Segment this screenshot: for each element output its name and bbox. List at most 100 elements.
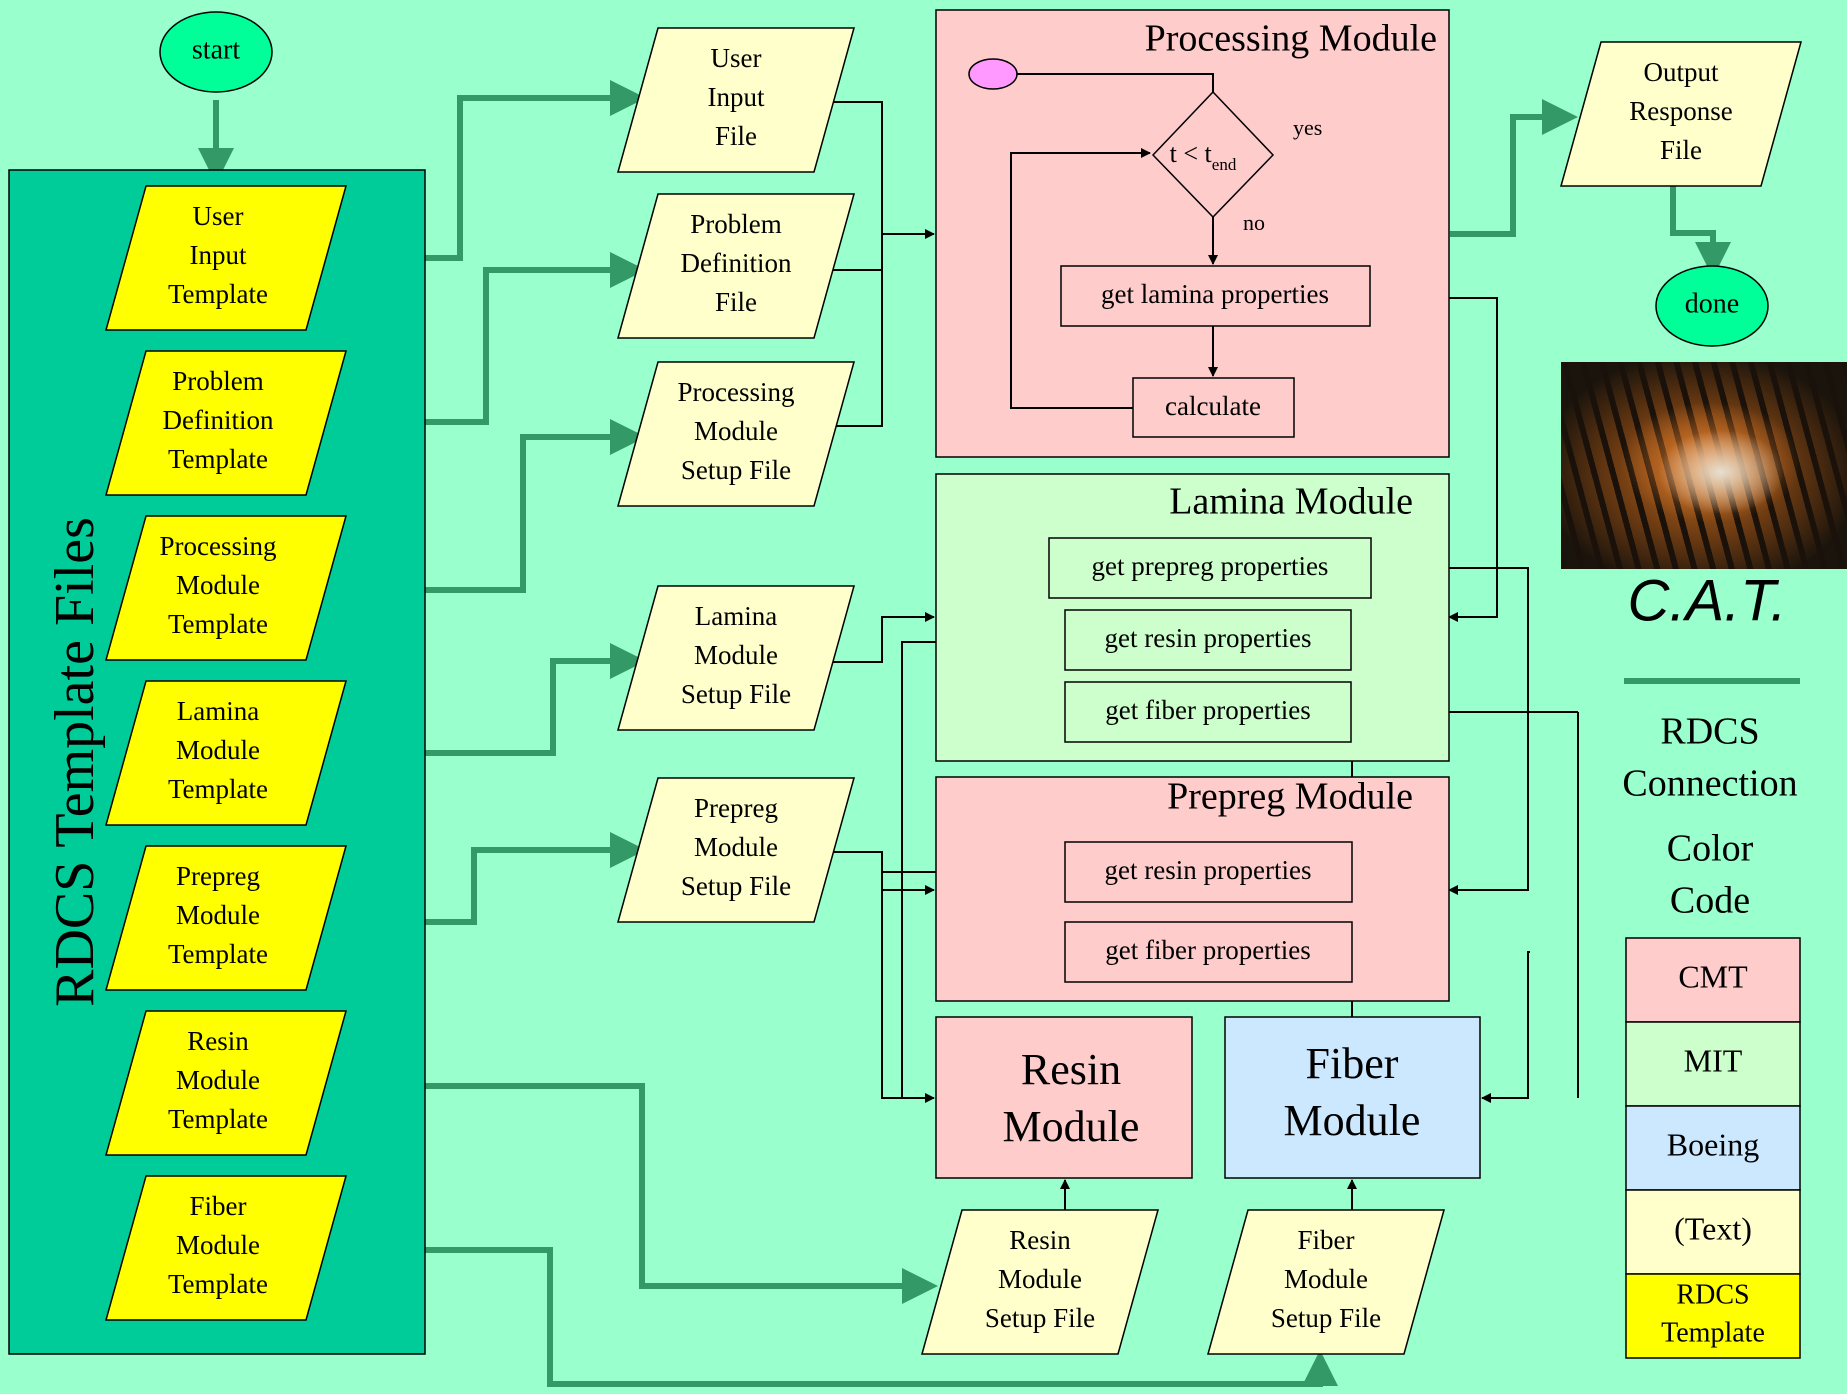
file-processing-setup[interactable] — [617, 361, 855, 507]
get-lamina-properties-box[interactable] — [1060, 265, 1371, 327]
lamina-get-prepreg-box[interactable] — [1048, 537, 1372, 599]
file-prepreg-setup[interactable] — [617, 777, 855, 923]
file-lamina-setup-label-line2: Module — [694, 640, 778, 670]
template-fiber-label-line1: Fiber — [190, 1191, 247, 1221]
legend-cmt-label-line1: CMT — [1678, 958, 1748, 994]
template-processing-label-line2: Module — [176, 570, 260, 600]
file-processing-setup-label-line2: Module — [694, 416, 778, 446]
yes-label: yes — [1293, 115, 1322, 140]
loop-condition-diamond — [1151, 90, 1275, 219]
file-lamina-setup-label-line3: Setup File — [681, 679, 791, 709]
legend-mit-label-line1: MIT — [1684, 1042, 1743, 1078]
file-output-response-label-line2: Response — [1629, 96, 1733, 126]
file-resin-setup-label-line1: Resin — [1009, 1225, 1071, 1255]
lamina-get-fiber-label: get fiber properties — [1105, 695, 1310, 725]
prepreg-get-fiber-box[interactable] — [1064, 921, 1353, 983]
processing-module-title: Processing Module — [1145, 18, 1437, 60]
template-resin-label-line1: Resin — [187, 1026, 249, 1056]
file-prepreg-setup-label-line1: Prepreg — [694, 793, 778, 823]
template-fiber-label-line2: Module — [176, 1230, 260, 1260]
file-fiber-setup-label-line2: Module — [1284, 1264, 1368, 1294]
template-lamina-label-line2: Module — [176, 735, 260, 765]
lamina-module-title: Lamina Module — [1169, 481, 1413, 523]
legend-mit-swatch — [1625, 1021, 1801, 1107]
prepreg-get-resin-label: get resin properties — [1105, 855, 1312, 885]
file-fiber-setup[interactable] — [1207, 1209, 1445, 1355]
legend-title-line4: Code — [1670, 880, 1750, 922]
text-file-shapes: UserInputFileProblemDefinitionFileProces… — [617, 27, 1802, 1355]
file-problem-definition-label-line1: Problem — [690, 209, 782, 239]
fiber-module[interactable] — [1224, 1016, 1481, 1179]
template-user[interactable] — [105, 185, 347, 331]
template-resin-label-line3: Template — [168, 1104, 268, 1134]
done-label: done — [1685, 288, 1739, 319]
file-user-input-label-line1: User — [711, 43, 762, 73]
file-fiber-setup-label-line3: Setup File — [1271, 1303, 1381, 1333]
file-fiber-setup-label-line1: Fiber — [1298, 1225, 1355, 1255]
prepreg-get-resin-box[interactable] — [1064, 841, 1353, 903]
legend-rdcs-template-label-line1: RDCS — [1676, 1279, 1749, 1310]
file-prepreg-setup-label-line2: Module — [694, 832, 778, 862]
legend-text-label-line1: (Text) — [1674, 1210, 1752, 1246]
resin-module-title-line1: Resin — [1021, 1045, 1121, 1094]
template-prepreg[interactable] — [105, 845, 347, 991]
start-terminal[interactable] — [159, 11, 273, 93]
fiber-module-title-line1: Fiber — [1306, 1039, 1399, 1088]
lamina-get-resin-label: get resin properties — [1105, 623, 1312, 653]
file-output-response-label-line3: File — [1660, 135, 1702, 165]
calculate-box[interactable] — [1132, 377, 1295, 438]
template-panel-title: RDCS Template Files — [44, 517, 106, 1007]
template-problem[interactable] — [105, 350, 347, 496]
lamina-get-fiber-box[interactable] — [1064, 681, 1352, 743]
done-terminal[interactable] — [1655, 265, 1769, 347]
template-lamina[interactable] — [105, 680, 347, 826]
template-resin-label-line2: Module — [176, 1065, 260, 1095]
legend-boeing-swatch — [1625, 1105, 1801, 1191]
legend-title-line2: Connection — [1622, 763, 1797, 805]
lamina-get-resin-box[interactable] — [1064, 609, 1352, 671]
prepreg-get-fiber-label: get fiber properties — [1105, 935, 1310, 965]
resin-module-title-line2: Module — [1003, 1102, 1140, 1151]
fiber-module-title-line2: Module — [1284, 1096, 1421, 1145]
file-lamina-setup[interactable] — [617, 585, 855, 731]
tiger-photo — [1561, 362, 1847, 569]
template-processing[interactable] — [105, 515, 347, 661]
file-problem-definition[interactable] — [617, 193, 855, 339]
template-processing-label-line3: Template — [168, 609, 268, 639]
lamina-get-prepreg-label: get prepreg properties — [1092, 551, 1329, 581]
legend-boeing-label-line1: Boeing — [1667, 1126, 1759, 1162]
template-problem-label-line1: Problem — [172, 366, 264, 396]
loop-start-dot — [968, 58, 1018, 90]
template-user-label-line2: Input — [190, 240, 247, 270]
file-resin-setup[interactable] — [921, 1209, 1159, 1355]
file-problem-definition-label-line3: File — [715, 287, 757, 317]
template-problem-label-line2: Definition — [163, 405, 274, 435]
template-prepreg-label-line2: Module — [176, 900, 260, 930]
legend-rdcs-template-swatch — [1625, 1273, 1801, 1359]
file-resin-setup-label-line3: Setup File — [985, 1303, 1095, 1333]
file-user-input-label-line2: Input — [708, 82, 765, 112]
file-processing-setup-label-line3: Setup File — [681, 455, 791, 485]
file-problem-definition-label-line2: Definition — [681, 248, 792, 278]
file-output-response-label-line1: Output — [1643, 57, 1719, 87]
template-list: UserInputTemplateProblemDefinitionTempla… — [105, 185, 347, 1321]
resin-module[interactable] — [935, 1016, 1193, 1179]
prepreg-module-title: Prepreg Module — [1167, 776, 1413, 818]
file-prepreg-setup-label-line3: Setup File — [681, 871, 791, 901]
legend-title-line3: Color — [1667, 828, 1754, 870]
file-resin-setup-label-line2: Module — [998, 1264, 1082, 1294]
cat-label: C.A.T. — [1627, 568, 1786, 633]
file-lamina-setup-label-line1: Lamina — [695, 601, 777, 631]
no-label: no — [1243, 210, 1265, 235]
template-resin[interactable] — [105, 1010, 347, 1156]
file-output-response[interactable] — [1560, 41, 1802, 187]
get-lamina-properties-label: get lamina properties — [1101, 279, 1329, 309]
template-fiber[interactable] — [105, 1175, 347, 1321]
start-label: start — [192, 34, 240, 65]
file-processing-setup-label-line1: Processing — [678, 377, 795, 407]
file-user-input[interactable] — [617, 27, 855, 173]
